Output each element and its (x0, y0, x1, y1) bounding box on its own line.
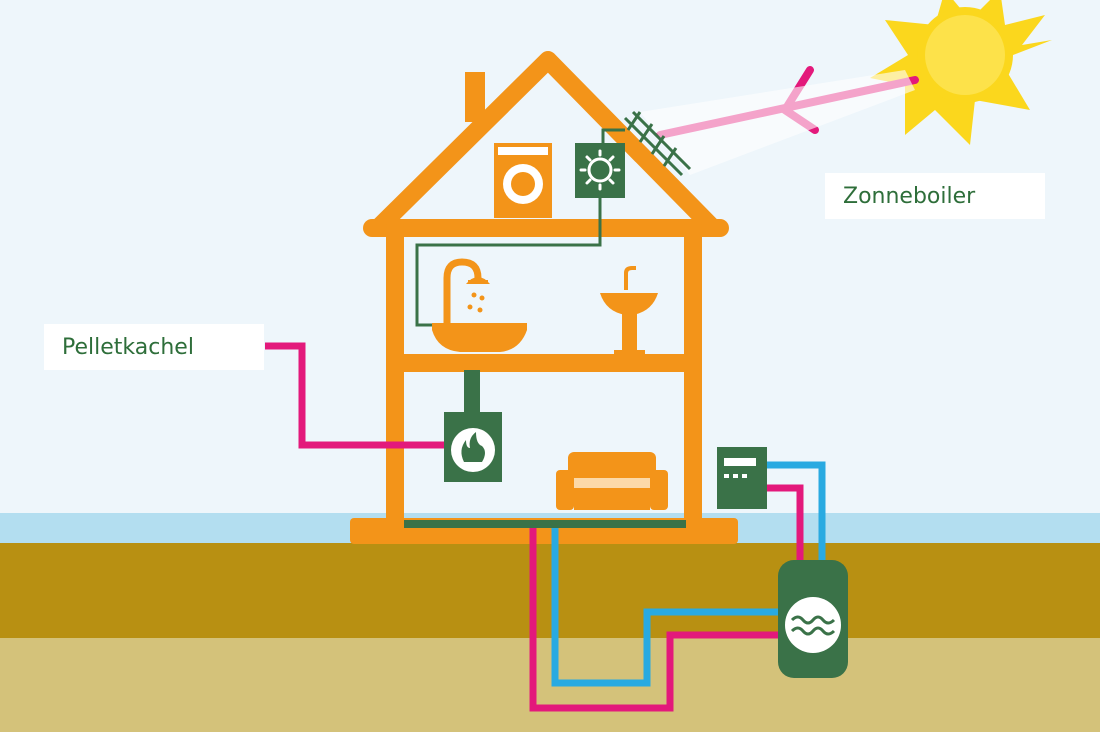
green-pipe-down (415, 197, 602, 327)
pipe-underground-blue (551, 528, 780, 687)
solar-panel-icon (623, 110, 692, 177)
chimney (465, 72, 485, 122)
zonneboiler-label-text: Zonneboiler (843, 183, 976, 209)
control-box-icon (717, 447, 767, 509)
green-pipe (601, 128, 625, 145)
light-beam (640, 70, 915, 175)
pipe-control-blue (766, 461, 826, 565)
pipe-underground-magenta (529, 528, 780, 712)
sink-icon (600, 266, 658, 358)
pipe-pelletkachel (265, 342, 444, 449)
pipe-control-magenta (766, 484, 804, 565)
shower-icon (443, 258, 490, 325)
sofa-icon (556, 452, 668, 510)
soil-upper (0, 543, 1100, 640)
sun-icon (870, 0, 1052, 145)
stove-flue (464, 370, 480, 415)
bathtub-icon (432, 323, 527, 352)
water-tank-icon (778, 560, 848, 678)
floor-heating-bar (404, 520, 686, 528)
pellet-stove-icon (444, 412, 502, 482)
soil-lower (0, 638, 1100, 732)
washing-machine-icon (494, 143, 552, 218)
pelletkachel-label: Pelletkachel (44, 324, 264, 370)
solar-boiler-unit-icon (575, 143, 625, 198)
pelletkachel-label-text: Pelletkachel (62, 334, 194, 360)
house-outline (363, 51, 729, 531)
zonneboiler-label: Zonneboiler (825, 173, 1045, 219)
